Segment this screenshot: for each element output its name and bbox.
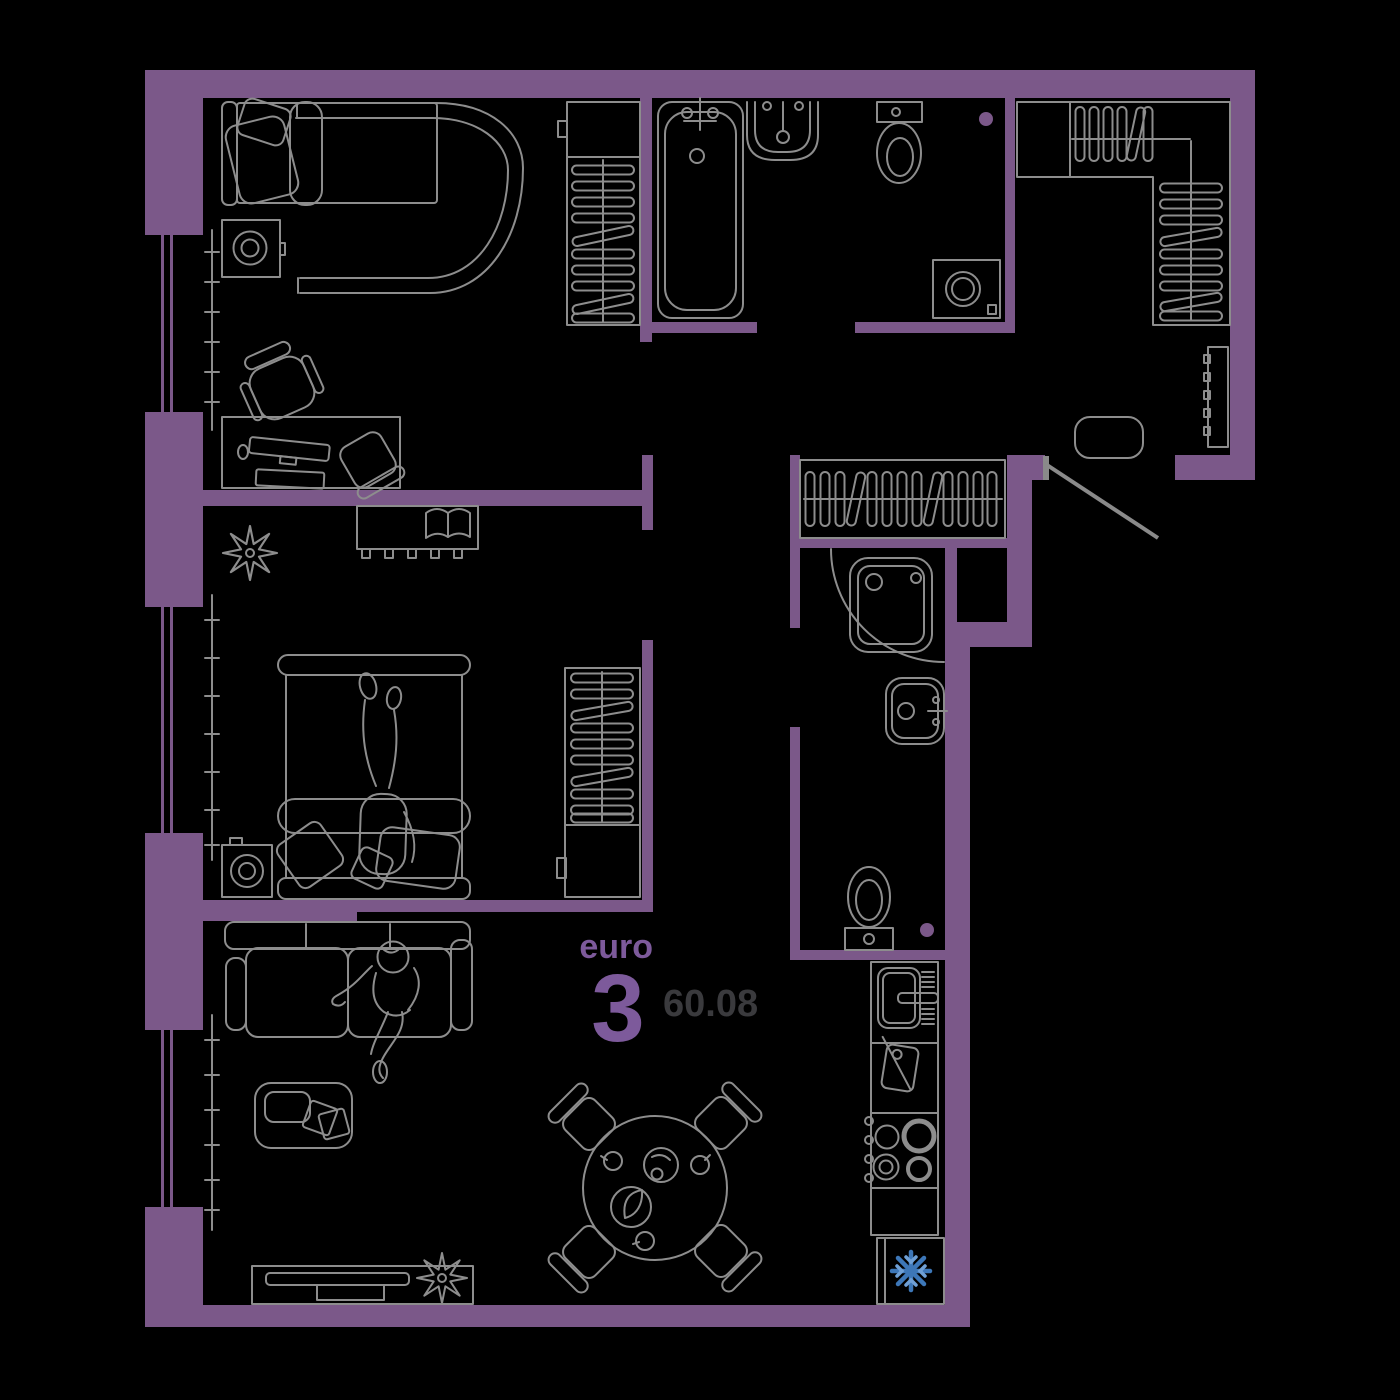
study-closet	[557, 101, 641, 326]
kitchen-sink	[877, 967, 939, 1029]
pouf	[1074, 416, 1144, 459]
corridor-closet	[799, 459, 1006, 539]
bedroom-console	[356, 505, 479, 559]
dining-table	[582, 1115, 728, 1261]
study-guest-chair	[339, 431, 406, 500]
wetroom-sink	[885, 677, 948, 745]
study-nightstand	[221, 219, 286, 278]
dining-chair	[544, 1079, 623, 1158]
wetroom-toilet	[844, 866, 894, 951]
shower	[830, 548, 945, 663]
bathtub	[657, 97, 744, 319]
bathroom-sink	[746, 101, 819, 161]
stove	[864, 1116, 937, 1183]
radiator-3	[204, 1014, 220, 1231]
washing-machine	[932, 259, 1001, 319]
kitchen-counter	[870, 961, 939, 1236]
radiator-1	[204, 229, 220, 431]
bedroom-plant	[221, 524, 279, 582]
riser-marker-1	[979, 112, 993, 126]
dining-chair	[544, 1218, 623, 1297]
bedroom-bed	[275, 654, 471, 900]
hall-wardrobe	[1016, 101, 1231, 326]
bedroom-nightstand	[221, 837, 273, 898]
tv-stand	[251, 1265, 474, 1305]
toilet	[876, 101, 923, 184]
dining-chair	[687, 1078, 766, 1157]
fridge	[876, 1237, 945, 1305]
dining-chair	[687, 1217, 766, 1296]
bedroom-person	[358, 672, 416, 876]
windows	[161, 235, 173, 1207]
riser-marker-2	[920, 923, 934, 937]
plan-rooms-count: 3	[591, 955, 644, 1062]
coffee-table	[254, 1082, 353, 1149]
study-office-chair	[239, 340, 325, 422]
plan-type-label: euro	[579, 928, 653, 966]
dining-set	[544, 1078, 766, 1297]
plan-area-value: 60.08	[663, 983, 758, 1025]
living-plant	[416, 1252, 468, 1304]
sofa	[224, 921, 473, 1038]
snowflake-icon	[889, 1249, 933, 1293]
shoe-rack	[1203, 346, 1229, 448]
cutting-board	[880, 1035, 920, 1093]
sofa-person	[331, 940, 420, 1084]
radiator-2	[204, 594, 220, 861]
walls	[145, 70, 1255, 1327]
study-desk	[221, 416, 401, 490]
bedroom-wardrobe	[556, 667, 641, 898]
study-bed	[221, 97, 524, 294]
entry-door	[1043, 456, 1160, 540]
